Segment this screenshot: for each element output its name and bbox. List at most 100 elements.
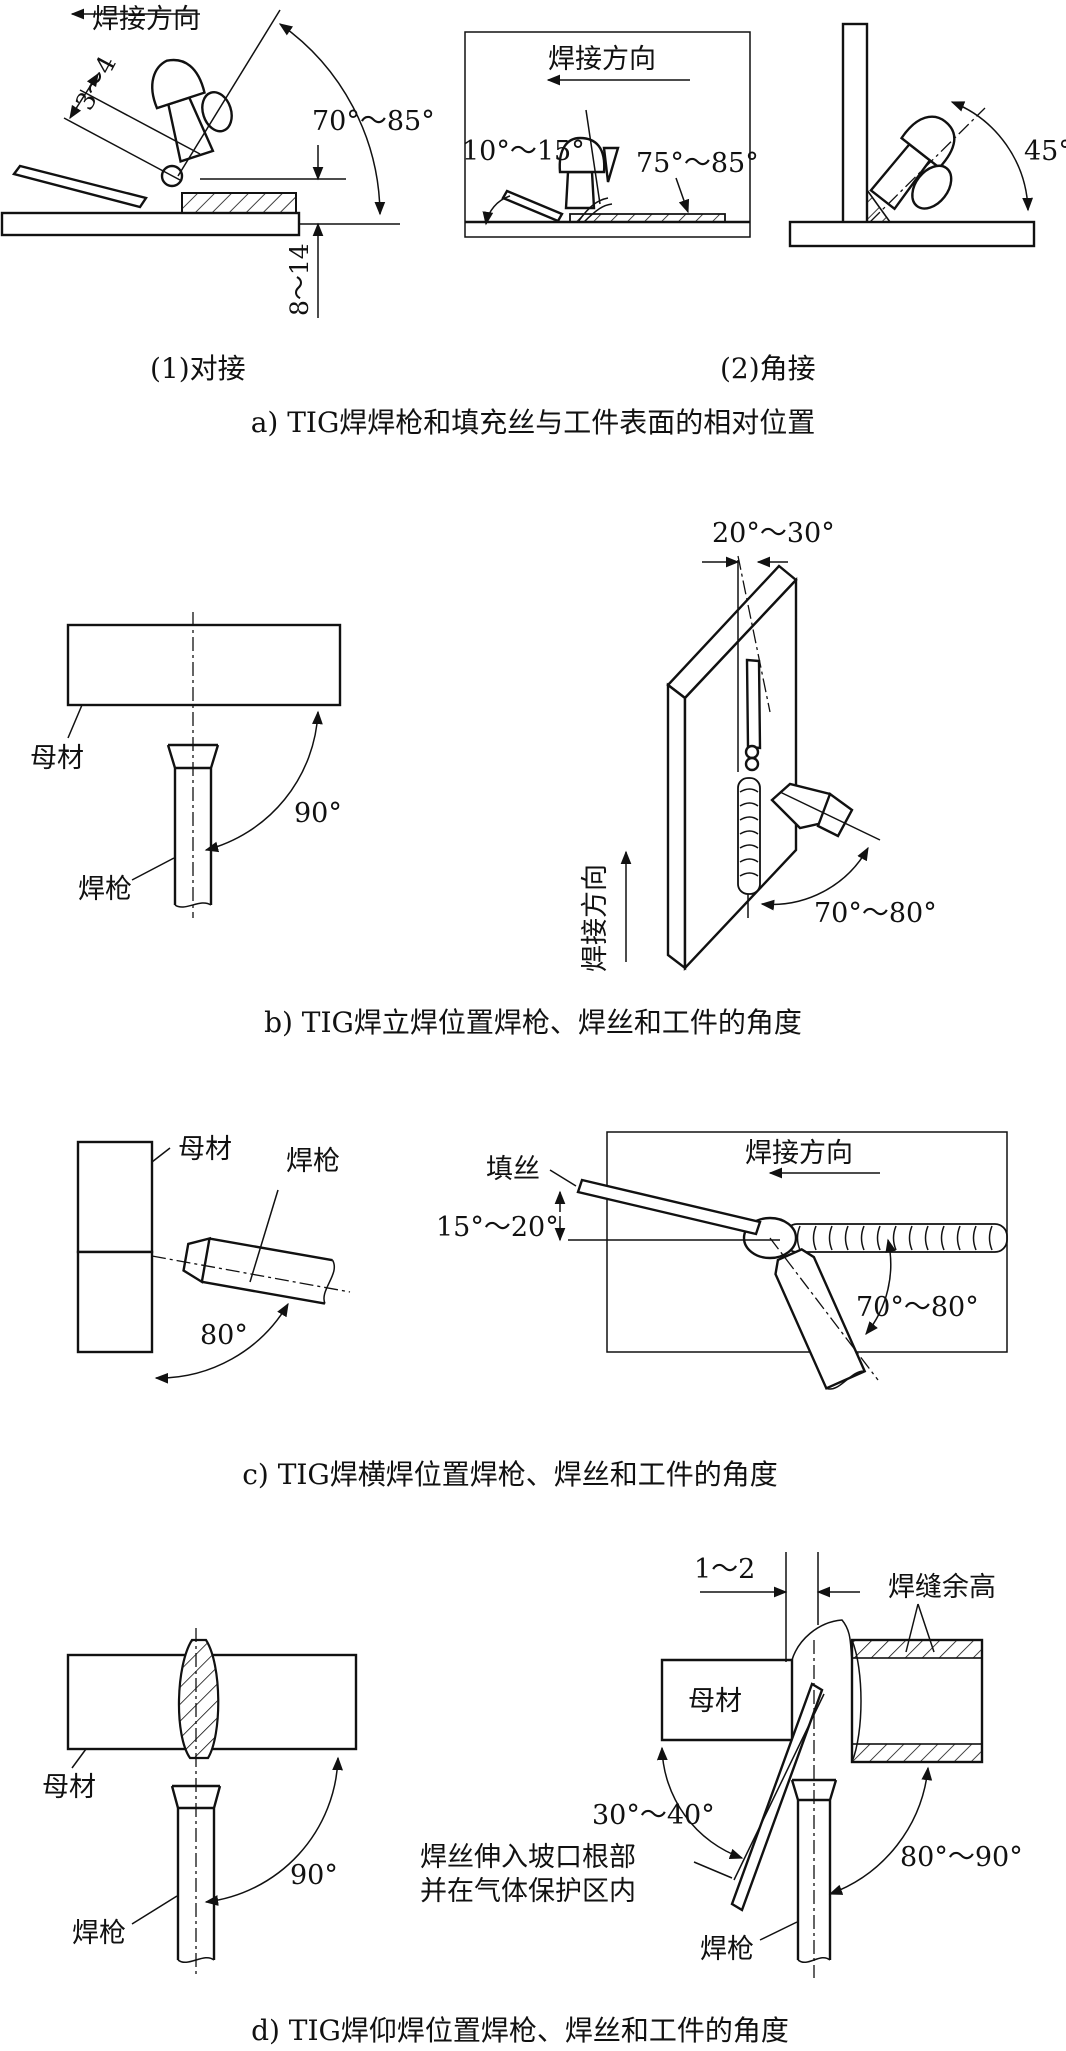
- weld-reinforcement: [850, 1638, 984, 1764]
- angle-wire-arc: [482, 195, 511, 226]
- angle-arc: [204, 1756, 343, 1906]
- torch-leader: [249, 1189, 279, 1283]
- plate-view-frame: [464, 31, 751, 238]
- plate-side-edge: [666, 682, 687, 971]
- weld-bead: [737, 777, 761, 895]
- weld-bead: [784, 1223, 1008, 1253]
- torch-axis: [769, 1237, 879, 1381]
- torch-right-leader: [759, 1921, 798, 1941]
- panel-a-butt-joint: 焊接方向 3～4 70°～85° 8～14: [0, 4, 435, 318]
- angle-arc: [950, 101, 1034, 212]
- angle-torch-label: 70°～80°: [814, 898, 937, 929]
- panel-c: 母材 焊枪 80° 焊接方向 填丝: [76, 1131, 1008, 1491]
- base-metal-leader: [71, 1748, 87, 1769]
- angle-torch-arc: [828, 1766, 933, 1895]
- angle-corner-label: 45°: [1024, 136, 1066, 167]
- filler-wire: [576, 1178, 762, 1236]
- base-metal-label: 母材: [30, 743, 84, 774]
- angle-torch-label: 80°～90°: [900, 1842, 1023, 1873]
- panel-b-caption: b) TIG焊立焊位置焊枪、焊丝和工件的角度: [264, 1006, 802, 1039]
- wire-note-leader: [693, 1861, 733, 1879]
- panel-a: 焊接方向 3～4 70°～85° 8～14: [0, 4, 1066, 439]
- angle-torch-label: 75°～85°: [636, 148, 759, 179]
- base-metal-right-label: 母材: [688, 1686, 742, 1717]
- torch-axis: [151, 1255, 351, 1293]
- direction-label: 焊接方向: [92, 4, 200, 35]
- torch: [182, 1236, 336, 1305]
- angle-arc: [154, 1302, 289, 1384]
- angle-torch-arc: [760, 846, 869, 911]
- panel-a-caption: a) TIG焊焊枪和填充丝与工件表面的相对位置: [251, 406, 816, 439]
- panel-a-fillet-corner: 45°: [788, 22, 1066, 248]
- angle-arc: [278, 23, 386, 216]
- wire-note-line-2: 并在气体保护区内: [420, 1876, 636, 1907]
- panel-c-left: 母材 焊枪 80°: [76, 1134, 351, 1384]
- filler-wire: [730, 1682, 824, 1912]
- wire-note-line-1: 焊丝伸入坡口根部: [420, 1842, 636, 1873]
- direction-label: 焊接方向: [580, 864, 611, 972]
- direction-label: 焊接方向: [548, 44, 656, 75]
- fillet-weld: [866, 187, 892, 223]
- angle-wire-label: 10°～15°: [462, 136, 585, 167]
- reinforcement-leader-1: [905, 1603, 919, 1653]
- panel-b: 母材 90° 焊枪: [30, 518, 937, 1039]
- weld-bead: [181, 192, 297, 214]
- reinforcement-leader-2: [917, 1603, 935, 1653]
- base-metal-upper: [76, 1140, 154, 1254]
- filler-wire: [744, 658, 762, 772]
- angle-wire-label: 30°～40°: [592, 1800, 715, 1831]
- angle-left-label: 90°: [294, 798, 342, 829]
- reinforcement-label: 焊缝余高: [888, 1572, 996, 1603]
- weld-bead: [569, 213, 726, 223]
- panel-c-caption: c) TIG焊横焊位置焊枪、焊丝和工件的角度: [242, 1458, 778, 1491]
- angle-left-label: 80°: [200, 1320, 248, 1351]
- sub-caption-fillet: (2)角接: [720, 352, 816, 385]
- dim-extension-label: 8～14: [285, 243, 314, 316]
- base-plate: [788, 220, 1036, 248]
- base-metal-label: 母材: [178, 1134, 232, 1165]
- dim-line-b: [79, 89, 201, 155]
- angle-wire-label: 15°～20°: [436, 1212, 559, 1243]
- arc-flow: [577, 197, 613, 223]
- angle-torch-leader: [675, 177, 690, 214]
- filler-leader: [549, 1169, 577, 1187]
- panel-a-fillet-flat: 焊接方向 10°～15° 75°～85°: [462, 31, 759, 238]
- torch-axis: [779, 791, 881, 841]
- angle-arc: [204, 710, 323, 853]
- base-metal-left-label: 母材: [42, 1772, 96, 1803]
- angle-wire-label: 20°～30°: [712, 518, 835, 549]
- panel-b-left: 母材 90° 焊枪: [30, 612, 342, 918]
- panel-d-right: 母材 1～2 焊缝余高 30°～40° 焊丝伸入坡口根部: [420, 1552, 1023, 1978]
- torch-leader: [131, 857, 175, 881]
- panel-d: 母材 90° 焊枪 母材 1～2 焊缝余高: [42, 1552, 1023, 2047]
- torch-left-label: 焊枪: [72, 1918, 126, 1949]
- dim-gap-label: 1～2: [694, 1554, 755, 1585]
- filler-rod: [11, 164, 148, 209]
- filler-rod: [501, 189, 564, 223]
- filler-wire-core: [733, 1693, 825, 1881]
- torch: [770, 782, 854, 838]
- torch-leader: [131, 1895, 178, 1925]
- base-metal-leader: [67, 704, 83, 739]
- filler-label: 填丝: [486, 1154, 540, 1185]
- torch: [869, 115, 956, 211]
- wire-axis: [737, 555, 771, 713]
- torch: [151, 58, 233, 163]
- dim-line-a: [63, 117, 181, 181]
- weld-bead: [177, 1638, 220, 1760]
- angle-wire-arc: [656, 1746, 744, 1860]
- dim-gap-label: 3～4: [70, 51, 122, 115]
- plate-face: [683, 576, 798, 972]
- base-metal-block: [66, 623, 342, 707]
- workpiece-plate: [0, 211, 301, 237]
- torch-label: 焊枪: [286, 1146, 340, 1177]
- angle-label: 70°～85°: [312, 106, 435, 137]
- base-metal-leader: [151, 1147, 171, 1163]
- panel-d-left: 母材 90° 焊枪: [42, 1628, 358, 1978]
- panel-d-caption: d) TIG焊仰焊位置焊枪、焊丝和工件的角度: [251, 2014, 789, 2047]
- torch-right-label: 焊枪: [700, 1934, 754, 1965]
- vertical-plate: [841, 22, 869, 226]
- torch: [558, 136, 620, 210]
- panel-b-right: 20°～30° 70°～80° 焊接方向: [580, 518, 937, 972]
